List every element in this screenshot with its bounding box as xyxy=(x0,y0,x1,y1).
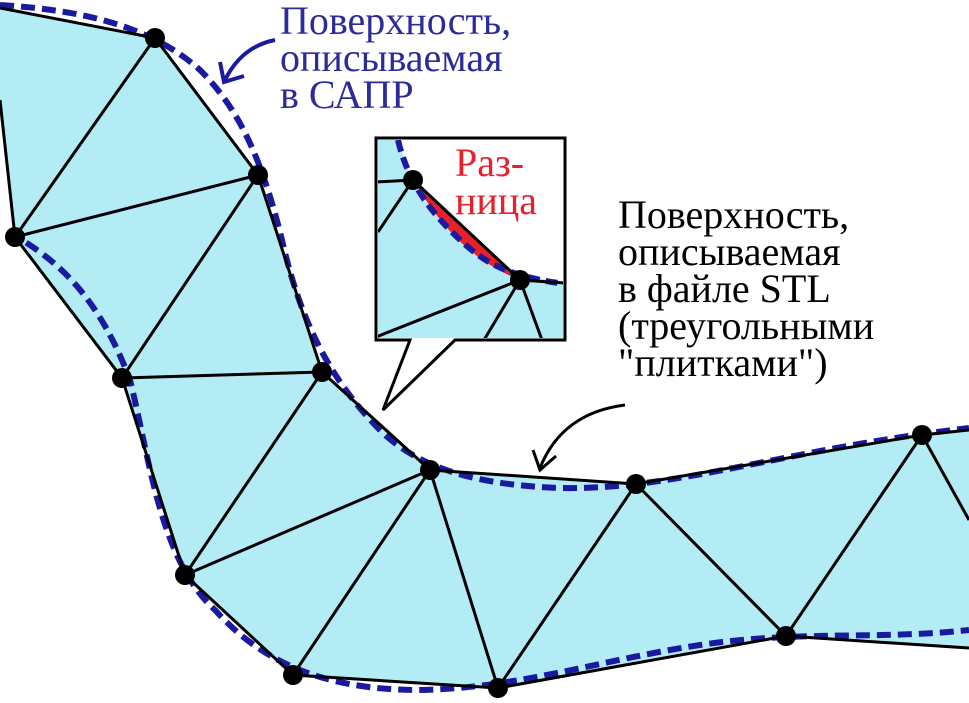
label-line: в файле STL xyxy=(618,266,831,311)
label-line: Поверхность, xyxy=(280,0,512,43)
stl-arrow xyxy=(531,403,626,473)
label-line: ница xyxy=(455,178,537,223)
triangle-edges xyxy=(0,6,969,690)
vertices xyxy=(5,28,932,698)
cad-arrow xyxy=(218,38,276,85)
label-line: "плитками") xyxy=(618,340,828,385)
label-line: описываемая xyxy=(280,35,503,80)
label-line: описываемая xyxy=(618,229,841,274)
label-line: в САПР xyxy=(280,72,414,117)
label-line: Поверхность, xyxy=(618,192,850,237)
zoom-inset xyxy=(374,136,567,412)
label-line: Раз- xyxy=(455,140,525,185)
label-line: (треугольными xyxy=(618,303,875,348)
difference-label: Раз-ница xyxy=(455,140,537,223)
